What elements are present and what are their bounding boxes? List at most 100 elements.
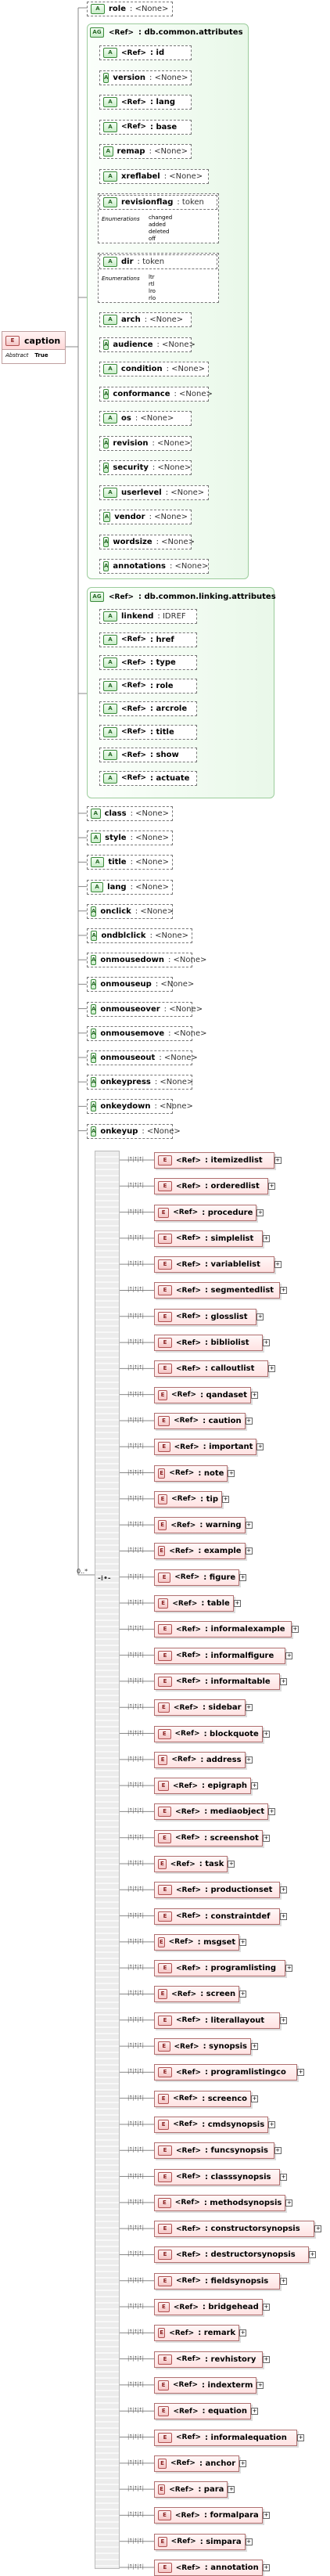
element-ref-fieldsynopsis[interactable]: E<Ref>: fieldsynopsis+ bbox=[154, 2272, 287, 2290]
expand-icon[interactable]: + bbox=[274, 2147, 282, 2155]
expand-icon[interactable]: + bbox=[262, 2304, 270, 2311]
expand-icon[interactable]: + bbox=[256, 1443, 264, 1451]
expand-icon[interactable]: + bbox=[274, 1157, 282, 1164]
expand-icon[interactable]: + bbox=[280, 1287, 287, 1295]
element-ref-formalpara[interactable]: E<Ref>: formalpara+ bbox=[154, 2507, 270, 2524]
element-ref-epigraph[interactable]: E<Ref>: epigraph+ bbox=[154, 1778, 258, 1795]
element-ref-indexterm[interactable]: E<Ref>: indexterm+ bbox=[154, 2376, 264, 2394]
element-ref-segmentedlist[interactable]: E<Ref>: segmentedlist+ bbox=[154, 1282, 287, 1299]
expand-icon[interactable]: + bbox=[262, 1234, 270, 1242]
expand-icon[interactable]: + bbox=[245, 1756, 253, 1764]
element-ref-important[interactable]: E<Ref>: important+ bbox=[154, 1439, 264, 1456]
expand-icon[interactable]: + bbox=[239, 1573, 247, 1581]
expand-icon[interactable]: + bbox=[314, 2225, 322, 2233]
attribute-role[interactable]: A role : <None> bbox=[87, 2, 173, 16]
element-ref-informalexample[interactable]: E<Ref>: informalexample+ bbox=[154, 1621, 299, 1638]
element-ref-glosslist[interactable]: E<Ref>: glosslist+ bbox=[154, 1308, 264, 1325]
element-ref-funcsynopsis[interactable]: E<Ref>: funcsynopsis+ bbox=[154, 2142, 282, 2160]
element-ref-literallayout[interactable]: E<Ref>: literallayout+ bbox=[154, 2012, 287, 2029]
expand-icon[interactable]: + bbox=[245, 1547, 253, 1555]
element-ref-screenshot[interactable]: E<Ref>: screenshot+ bbox=[154, 1829, 270, 1846]
attribute-box[interactable]: A<Ref>: href bbox=[99, 632, 197, 647]
expand-icon[interactable]: + bbox=[256, 1313, 264, 1320]
expand-icon[interactable]: + bbox=[256, 2381, 264, 2389]
attribute-box[interactable]: A<Ref>: role bbox=[99, 678, 197, 694]
expand-icon[interactable]: + bbox=[280, 2016, 287, 2024]
attribute-box[interactable]: A<Ref>: base bbox=[99, 119, 192, 135]
element-ref-programlistingco[interactable]: E<Ref>: programlistingco+ bbox=[154, 2064, 305, 2081]
caption-element[interactable]: E caption Abstract True bbox=[2, 331, 66, 364]
expand-icon[interactable]: + bbox=[239, 2459, 247, 2467]
element-ref-constraintdef[interactable]: E<Ref>: constraintdef+ bbox=[154, 1908, 287, 1925]
element-ref-example[interactable]: E<Ref>: example+ bbox=[154, 1543, 253, 1560]
element-ref-variablelist[interactable]: E<Ref>: variablelist+ bbox=[154, 1256, 282, 1274]
element-ref-productionset[interactable]: E<Ref>: productionset+ bbox=[154, 1882, 287, 1899]
expand-icon[interactable]: + bbox=[222, 1495, 229, 1503]
element-ref-simpara[interactable]: E<Ref>: simpara+ bbox=[154, 2533, 253, 2550]
expand-icon[interactable]: + bbox=[228, 2486, 235, 2494]
attribute-box[interactable]: A<Ref>: id bbox=[99, 45, 192, 60]
element-ref-equation[interactable]: E<Ref>: equation+ bbox=[154, 2403, 258, 2420]
element-ref-warning[interactable]: E<Ref>: warning+ bbox=[154, 1517, 253, 1534]
element-ref-caution[interactable]: E<Ref>: caution+ bbox=[154, 1412, 253, 1429]
element-ref-informalfigure[interactable]: E<Ref>: informalfigure+ bbox=[154, 1647, 293, 1664]
expand-icon[interactable]: + bbox=[262, 1730, 270, 1738]
expand-icon[interactable]: + bbox=[268, 2120, 276, 2128]
element-ref-revhistory[interactable]: E<Ref>: revhistory+ bbox=[154, 2351, 270, 2368]
element-ref-anchor[interactable]: E<Ref>: anchor+ bbox=[154, 2455, 247, 2472]
expand-icon[interactable]: + bbox=[262, 2512, 270, 2520]
element-ref-address[interactable]: E<Ref>: address+ bbox=[154, 1751, 253, 1768]
expand-icon[interactable]: + bbox=[262, 1339, 270, 1347]
expand-icon[interactable]: + bbox=[262, 1834, 270, 1842]
element-ref-screen[interactable]: E<Ref>: screen+ bbox=[154, 1986, 247, 2003]
element-ref-annotation[interactable]: E<Ref>: annotation+ bbox=[154, 2560, 270, 2576]
expand-icon[interactable]: + bbox=[228, 1861, 235, 1868]
expand-icon[interactable]: + bbox=[297, 2069, 305, 2077]
expand-icon[interactable]: + bbox=[309, 2251, 316, 2259]
expand-icon[interactable]: + bbox=[251, 2408, 258, 2416]
element-ref-destructorsynopsis[interactable]: E<Ref>: destructorsynopsis+ bbox=[154, 2246, 316, 2264]
element-ref-sidebar[interactable]: E<Ref>: sidebar+ bbox=[154, 1699, 253, 1717]
element-ref-informaltable[interactable]: E<Ref>: informaltable+ bbox=[154, 1673, 287, 1690]
element-ref-simplelist[interactable]: E<Ref>: simplelist+ bbox=[154, 1230, 270, 1247]
expand-icon[interactable]: + bbox=[285, 2199, 293, 2207]
expand-icon[interactable]: + bbox=[280, 2277, 287, 2285]
element-ref-calloutlist[interactable]: E<Ref>: calloutlist+ bbox=[154, 1360, 276, 1378]
expand-icon[interactable]: + bbox=[233, 1600, 241, 1608]
element-ref-mediaobject[interactable]: E<Ref>: mediaobject+ bbox=[154, 1803, 276, 1821]
expand-icon[interactable]: + bbox=[262, 2355, 270, 2363]
expand-icon[interactable]: + bbox=[274, 1261, 282, 1269]
element-ref-bibliolist[interactable]: E<Ref>: bibliolist+ bbox=[154, 1335, 270, 1352]
expand-icon[interactable]: + bbox=[251, 2095, 258, 2102]
expand-icon[interactable]: + bbox=[297, 2434, 305, 2441]
expand-icon[interactable]: + bbox=[239, 1991, 247, 1998]
expand-icon[interactable]: + bbox=[245, 2538, 253, 2545]
attribute-box[interactable]: A<Ref>: type bbox=[99, 655, 197, 670]
expand-icon[interactable]: + bbox=[291, 1626, 299, 1634]
expand-icon[interactable]: + bbox=[245, 1704, 253, 1712]
element-ref-task[interactable]: E<Ref>: task+ bbox=[154, 1856, 235, 1872]
expand-icon[interactable]: + bbox=[239, 1938, 247, 1946]
element-ref-table[interactable]: E<Ref>: table+ bbox=[154, 1595, 241, 1612]
expand-icon[interactable]: + bbox=[285, 1965, 293, 1973]
